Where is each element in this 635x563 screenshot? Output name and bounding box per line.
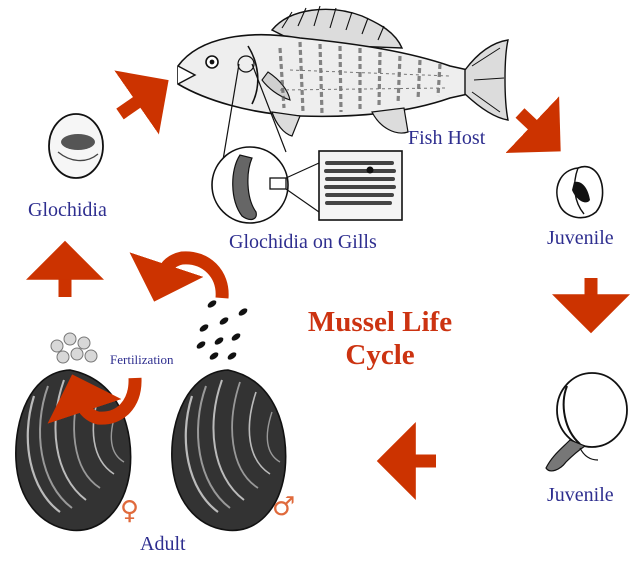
curved-arrow-sperm xyxy=(164,258,222,298)
eggs-icon xyxy=(51,333,97,363)
title-line-1: Mussel Life xyxy=(290,306,470,339)
diagram-title: Mussel Life Cycle xyxy=(290,306,470,372)
adult-label: Adult xyxy=(140,533,186,556)
fertilization-label: Fertilization xyxy=(110,352,174,368)
glochidia-label: Glochidia xyxy=(28,199,107,222)
fish-host-label: Fish Host xyxy=(408,127,485,150)
juvenile-lower-label: Juvenile xyxy=(547,484,614,507)
glochidia-on-gills-label: Glochidia on Gills xyxy=(229,231,377,254)
title-line-2: Cycle xyxy=(290,339,470,372)
sperm-icon xyxy=(195,299,248,361)
female-adult-shell-icon xyxy=(16,370,131,530)
male-symbol: ♂ xyxy=(272,492,295,522)
arrow-glochidia-to-fish xyxy=(120,98,143,114)
male-adult-shell-icon xyxy=(172,370,286,530)
female-symbol: ♀ xyxy=(120,496,139,526)
juvenile-mussel-icon xyxy=(546,373,627,471)
juvenile-icon xyxy=(557,167,603,218)
glochidia-icon xyxy=(49,114,103,178)
arrow-fish-to-juvenile xyxy=(520,113,538,130)
juvenile-upper-label: Juvenile xyxy=(547,227,614,250)
fish-host-icon xyxy=(178,6,508,136)
